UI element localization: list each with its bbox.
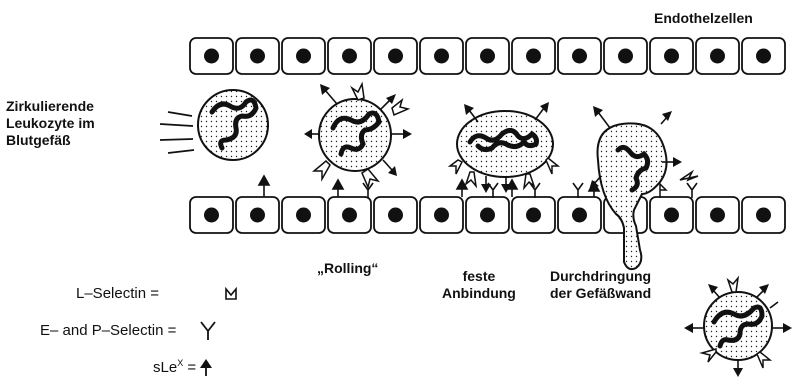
endothelial-nucleus (342, 49, 357, 64)
legend-slex-symbol (200, 359, 212, 376)
leukocyte-circulating (198, 90, 268, 160)
label-transmigration: Durchdringung der Gefäßwand (550, 268, 651, 302)
leukocyte-emigrated (684, 278, 792, 377)
legend-l-selectin-label: L–Selectin = (76, 285, 159, 303)
label-endothelial-cells: Endothelzellen (654, 10, 753, 27)
endothelial-nucleus (756, 208, 771, 223)
endothelial-nucleus (250, 208, 265, 223)
leukocyte-adhering (450, 102, 558, 193)
endothelium-top-layer (190, 38, 785, 74)
label-migration-line2: der Gefäßwand (550, 285, 651, 302)
leukocyte-transmigrating (589, 106, 698, 269)
label-circulating-leukocyte: Zirkulierende Leukozyte im Blutgefäß (6, 98, 95, 149)
label-firm-adhesion: feste Anbindung (442, 268, 516, 302)
endothelial-nucleus (480, 49, 495, 64)
endothelial-nucleus (296, 49, 311, 64)
endothelial-nucleus (526, 208, 541, 223)
endothelial-nucleus (250, 49, 265, 64)
label-circulating-line1: Zirkulierende (6, 98, 95, 115)
legend-l-selectin-symbol (226, 289, 236, 299)
endothelial-nucleus (434, 208, 449, 223)
legend-slex-label: sLeX = (153, 358, 196, 377)
endothelial-nucleus (388, 49, 403, 64)
leukocyte-rolling (304, 84, 412, 187)
label-adhesion-line1: feste (442, 268, 516, 285)
legend-ep-selectin-label: E– and P–Selectin = (40, 322, 176, 340)
endothelial-nucleus (204, 49, 219, 64)
endothelial-nucleus (664, 49, 679, 64)
endothelial-nucleus (618, 49, 633, 64)
endothelial-nucleus (756, 49, 771, 64)
label-circulating-line3: Blutgefäß (6, 132, 95, 149)
endothelial-nucleus (526, 49, 541, 64)
legend-ep-selectin-symbol (201, 322, 215, 340)
endothelial-nucleus (710, 208, 725, 223)
endothelium-bottom-layer (190, 197, 785, 233)
label-circulating-line2: Leukozyte im (6, 115, 95, 132)
endothelial-nucleus (342, 208, 357, 223)
legend-slex-equals: = (183, 359, 196, 376)
legend-slex-base: sLe (153, 359, 177, 376)
label-migration-line1: Durchdringung (550, 268, 651, 285)
endothelial-nucleus (204, 208, 219, 223)
endothelial-nucleus (572, 208, 587, 223)
motion-lines (160, 112, 194, 153)
endothelial-nucleus (664, 208, 679, 223)
endothelial-nucleus (480, 208, 495, 223)
endothelial-nucleus (296, 208, 311, 223)
endothelial-nucleus (434, 49, 449, 64)
wall-arrows (259, 176, 599, 197)
label-adhesion-line2: Anbindung (442, 285, 516, 302)
endothelial-nucleus (710, 49, 725, 64)
endothelial-nucleus (572, 49, 587, 64)
endothelial-nucleus (388, 208, 403, 223)
label-rolling: „Rolling“ (317, 260, 378, 277)
